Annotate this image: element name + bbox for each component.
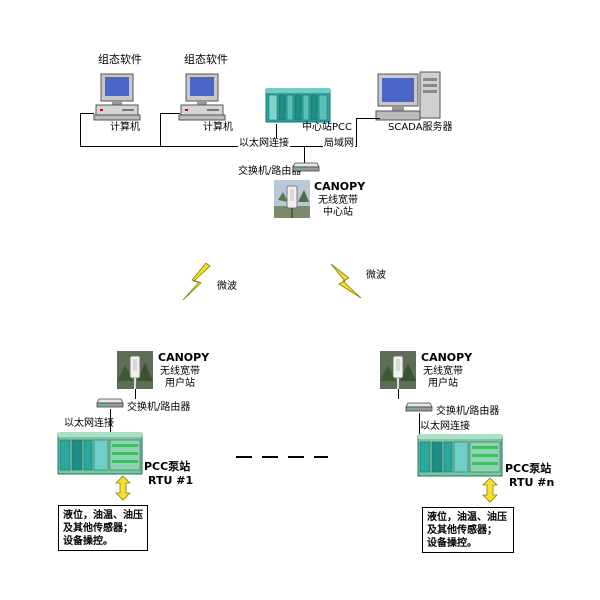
- stationN-ethernet-label: 以太网连接: [420, 421, 470, 432]
- desktop-computer-icon: [178, 73, 226, 121]
- stationN-canopy-line1: 无线宽带: [423, 366, 463, 377]
- lan-bus-line: [80, 146, 356, 147]
- ellipsis-dash: [288, 456, 304, 458]
- top-switch-label: 交换机/路由器: [238, 166, 302, 177]
- center-plc-label: 中心站PCC: [302, 122, 352, 133]
- stationN-pcc-label: PCC泵站: [505, 462, 552, 475]
- switch-up-line: [304, 146, 305, 164]
- ellipsis-dash: [314, 456, 328, 458]
- pc1-label: 计算机: [110, 122, 140, 133]
- server-drop-line: [356, 118, 357, 147]
- stationN-info-box: 液位，油温、油压 及其他传感器； 设备操控。: [422, 507, 514, 553]
- microwave-left-label: 微波: [217, 281, 237, 292]
- station1-info-box: 液位，油温、油压 及其他传感器； 设备操控。: [58, 505, 148, 551]
- lan-label: 局域网: [323, 138, 355, 150]
- station1-canopy-title: CANOPY: [158, 351, 210, 364]
- stationN-info-line1: 液位，油温、油压: [427, 512, 507, 523]
- double-arrow-icon: [482, 477, 498, 503]
- pc2-title: 组态软件: [184, 53, 228, 66]
- station1-canopy-line2: 用户站: [165, 378, 195, 389]
- pc1-drop-line: [80, 113, 81, 147]
- server-computer-icon: [375, 71, 441, 121]
- network-switch-icon: [405, 402, 433, 412]
- microwave-lightning-icon: [330, 263, 362, 299]
- double-arrow-icon: [115, 475, 131, 501]
- pc2-drop-line: [160, 113, 161, 147]
- station1-switch-label: 交换机/路由器: [127, 402, 191, 413]
- stationN-canopy-title: CANOPY: [421, 351, 473, 364]
- pc2-link-line: [160, 113, 180, 114]
- stationN-info-line2: 及其他传感器；: [427, 525, 497, 536]
- station1-antenna-line: [135, 389, 136, 399]
- microwave-right-label: 微波: [366, 270, 386, 281]
- plc-rack-icon: [417, 434, 503, 477]
- network-switch-icon: [292, 162, 320, 172]
- top-canopy-line2: 中心站: [323, 207, 353, 218]
- station1-switch-line: [110, 409, 111, 433]
- station1-pcc-label: PCC泵站: [144, 460, 191, 473]
- pc1-title: 组态软件: [98, 53, 142, 66]
- plc-drop-line: [276, 124, 277, 147]
- stationN-antenna-line: [398, 389, 399, 399]
- stationN-rtu-label: RTU #n: [509, 476, 555, 489]
- ellipsis-dash: [236, 456, 252, 458]
- pc1-link-line: [80, 113, 94, 114]
- station1-ethernet-label: 以太网连接: [64, 418, 114, 429]
- microwave-lightning-icon: [182, 262, 211, 301]
- station1-rtu-label: RTU #1: [148, 474, 194, 487]
- station1-info-line1: 液位，油温、油压: [63, 510, 143, 521]
- station1-info-line2: 及其他传感器；: [63, 523, 133, 534]
- station1-info-line3: 设备操控。: [63, 536, 113, 547]
- station1-canopy-line1: 无线宽带: [160, 366, 200, 377]
- stationN-switch-label: 交换机/路由器: [436, 406, 500, 417]
- plc-rack-icon: [265, 88, 331, 123]
- ellipsis-dash: [262, 456, 278, 458]
- stationN-switch-line: [419, 413, 420, 435]
- wireless-antenna-icon: [117, 351, 153, 389]
- wireless-antenna-icon: [380, 351, 416, 389]
- pc2-label: 计算机: [203, 122, 233, 133]
- ethernet-label: 以太网连接: [238, 138, 290, 150]
- network-switch-icon: [96, 398, 124, 408]
- desktop-computer-icon: [93, 73, 141, 121]
- stationN-canopy-line2: 用户站: [428, 378, 458, 389]
- wireless-antenna-icon: [274, 180, 310, 218]
- server-label: SCADA服务器: [388, 122, 453, 133]
- server-link-line: [356, 118, 380, 119]
- top-canopy-line1: 无线宽带: [318, 195, 358, 206]
- plc-rack-icon: [57, 432, 143, 475]
- stationN-info-line3: 设备操控。: [427, 538, 477, 549]
- top-canopy-title: CANOPY: [314, 180, 366, 193]
